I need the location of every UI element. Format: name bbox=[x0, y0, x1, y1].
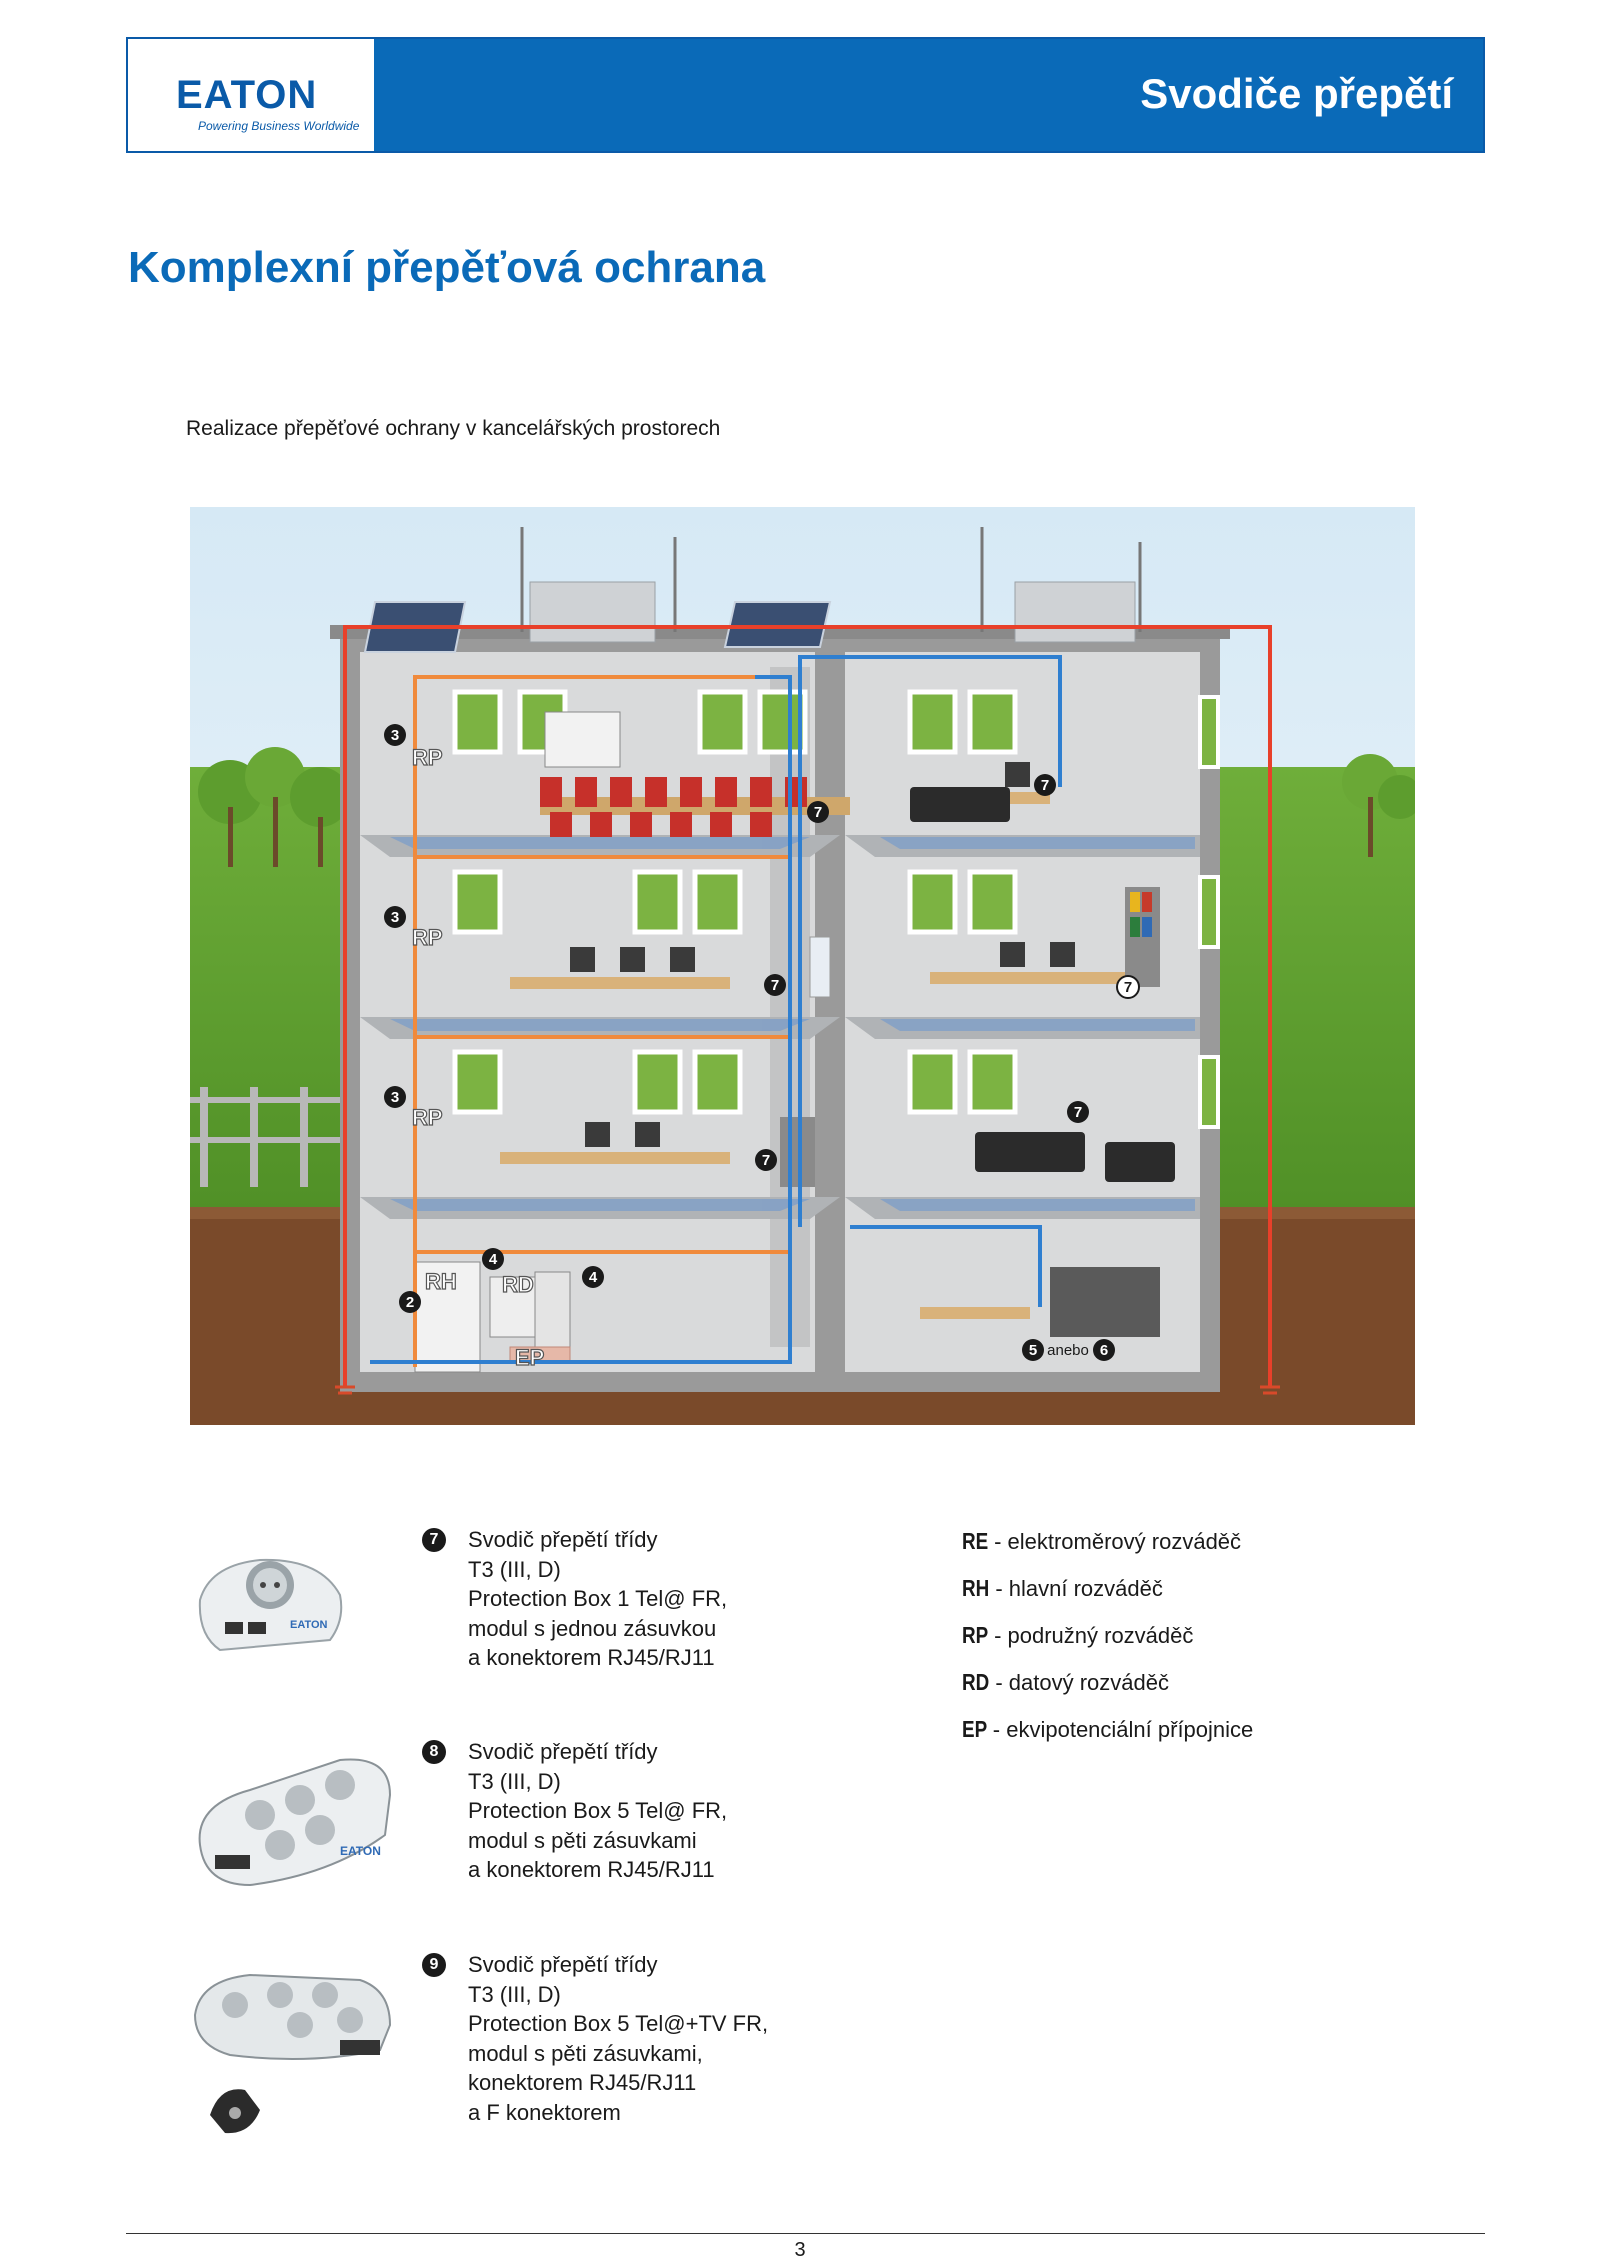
product-line: T3 (III, D) bbox=[468, 1981, 561, 2007]
label-rp-2: RP bbox=[412, 925, 443, 950]
antennas bbox=[520, 527, 1142, 632]
label-or: anebo bbox=[1047, 1342, 1089, 1359]
svg-text:7: 7 bbox=[814, 804, 822, 821]
svg-text:7: 7 bbox=[771, 977, 779, 994]
svg-text:3: 3 bbox=[391, 909, 399, 926]
svg-text:3: 3 bbox=[391, 1089, 399, 1106]
product-9: 9 Svodič přepětí třídy T3 (III, D) Prote… bbox=[422, 1950, 768, 2127]
product-number: 9 bbox=[422, 1953, 446, 1977]
page-title: Komplexní přepěťová ochrana bbox=[128, 243, 766, 292]
product-7: 7 Svodič přepětí třídy T3 (III, D) Prote… bbox=[422, 1525, 727, 1673]
svg-text:5: 5 bbox=[1029, 1342, 1037, 1359]
product-8: 8 Svodič přepětí třídy T3 (III, D) Prote… bbox=[422, 1737, 727, 1885]
logo-wordmark: EATON bbox=[176, 73, 318, 117]
diagram-caption: Realizace přepěťové ochrany v kancelářsk… bbox=[186, 417, 721, 440]
product-line: modul s jednou zásuvkou bbox=[468, 1615, 717, 1641]
legend-code: RP bbox=[962, 1622, 989, 1648]
logo-tagline: Powering Business Worldwide bbox=[198, 119, 360, 133]
trees-right bbox=[1342, 754, 1415, 857]
legend-code: EP bbox=[962, 1716, 988, 1742]
product-number: 8 bbox=[422, 1740, 446, 1764]
legend-code: RD bbox=[962, 1669, 990, 1695]
legend-text: - ekvipotenciální přípojnice bbox=[986, 1717, 1254, 1742]
label-rh: RH bbox=[425, 1269, 457, 1294]
legend-text: - elektroměrový rozváděč bbox=[987, 1529, 1242, 1554]
label-rd: RD bbox=[502, 1272, 534, 1297]
product-line: modul s pěti zásuvkami bbox=[468, 1827, 697, 1853]
label-rp-1: RP bbox=[412, 1105, 443, 1130]
product-line: a konektorem RJ45/RJ11 bbox=[468, 1857, 715, 1882]
svg-text:7: 7 bbox=[1041, 777, 1049, 794]
product-line: a konektorem RJ45/RJ11 bbox=[468, 1645, 715, 1670]
svg-text:3: 3 bbox=[391, 727, 399, 744]
legend-row-rp: RP - podružný rozváděč bbox=[962, 1612, 1253, 1659]
product-line: konektorem RJ45/RJ11 bbox=[468, 2070, 697, 2095]
footer-divider bbox=[126, 2233, 1485, 2234]
header-bar: Svodiče přepětí bbox=[374, 39, 1483, 151]
product-image-box1: EATON bbox=[198, 1558, 343, 1652]
product-line: Protection Box 5 Tel@ FR, bbox=[468, 1798, 728, 1823]
page-number: 3 bbox=[794, 2239, 806, 2261]
product-line: Svodič přepětí třídy bbox=[468, 1952, 658, 1977]
svg-text:4: 4 bbox=[589, 1269, 598, 1286]
building-illustration: RP RP RP RH RD EP 3 3 3 2 4 4 7 7 7 7 7 … bbox=[190, 507, 1415, 1425]
legend-code: RE bbox=[962, 1528, 989, 1554]
product-line: T3 (III, D) bbox=[468, 1556, 561, 1582]
switchboards bbox=[414, 1261, 571, 1373]
svg-text:6: 6 bbox=[1100, 1342, 1108, 1359]
legend-text: - podružný rozváděč bbox=[987, 1623, 1194, 1648]
product-line: Protection Box 5 Tel@+TV FR, bbox=[468, 2011, 769, 2036]
header-title: Svodiče přepětí bbox=[1140, 70, 1453, 117]
trees-left bbox=[198, 747, 350, 867]
hvac-units bbox=[529, 581, 1136, 643]
svg-text:7: 7 bbox=[1124, 979, 1132, 996]
sofas bbox=[910, 787, 1175, 1182]
product-logo-1: EATON bbox=[290, 1619, 328, 1631]
product-image-box5tv bbox=[193, 1973, 392, 2134]
product-line: modul s pěti zásuvkami, bbox=[468, 2040, 703, 2066]
legend-row-rh: RH - hlavní rozváděč bbox=[962, 1565, 1253, 1612]
diagram-labels: RP RP RP RH RD EP bbox=[411, 744, 545, 1370]
product-line: Svodič přepětí třídy bbox=[468, 1527, 658, 1552]
label-ep: EP bbox=[515, 1345, 544, 1370]
legend-text: - datový rozváděč bbox=[989, 1670, 1169, 1695]
legend-text: - hlavní rozváděč bbox=[989, 1576, 1163, 1601]
fence bbox=[190, 1087, 350, 1187]
product-line: T3 (III, D) bbox=[468, 1768, 561, 1794]
svg-text:7: 7 bbox=[1074, 1104, 1082, 1121]
product-logo-2: EATON bbox=[340, 1844, 381, 1858]
abbreviation-legend: RE - elektroměrový rozváděč RH - hlavní … bbox=[962, 1518, 1253, 1753]
product-image-box5: EATON bbox=[198, 1758, 392, 1887]
svg-text:7: 7 bbox=[762, 1152, 770, 1169]
orange-wiring bbox=[413, 675, 790, 1367]
legend-row-rd: RD - datový rozváděč bbox=[962, 1659, 1253, 1706]
ground-symbols bbox=[335, 1385, 1280, 1395]
windows bbox=[452, 689, 1018, 1115]
eaton-logo: EATON Powering Business Worldwide bbox=[128, 39, 374, 151]
central-wall bbox=[815, 652, 845, 1372]
svg-text:2: 2 bbox=[406, 1294, 414, 1311]
diagram-markers: 3 3 3 2 4 4 7 7 7 7 7 7 5 6 bbox=[384, 724, 1140, 1361]
svg-text:4: 4 bbox=[489, 1251, 498, 1268]
product-line: Protection Box 1 Tel@ FR, bbox=[468, 1586, 728, 1611]
legend-code: RH bbox=[962, 1575, 990, 1601]
label-rp-3: RP bbox=[412, 745, 443, 770]
product-line: a F konektorem bbox=[468, 2099, 621, 2125]
binder-shelves bbox=[780, 887, 1160, 1187]
conference-room bbox=[540, 711, 850, 837]
server-racks bbox=[1050, 1267, 1160, 1337]
legend-row-ep: EP - ekvipotenciální přípojnice bbox=[962, 1706, 1253, 1753]
legend-row-re: RE - elektroměrový rozváděč bbox=[962, 1518, 1253, 1565]
data-wiring bbox=[370, 655, 1062, 1364]
product-number: 7 bbox=[422, 1528, 446, 1552]
product-line: Svodič přepětí třídy bbox=[468, 1739, 658, 1764]
page-header: EATON Powering Business Worldwide Svodič… bbox=[126, 37, 1485, 153]
power-line bbox=[343, 625, 1272, 1387]
